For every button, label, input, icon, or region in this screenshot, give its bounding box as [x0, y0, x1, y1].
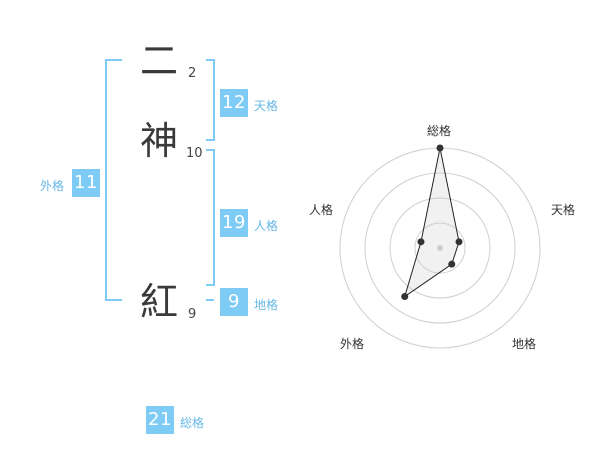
radar-series-polygon [403, 147, 460, 298]
gaikaku-label: 外格 [40, 179, 65, 193]
soukaku-badge: 21 [146, 406, 174, 434]
radar-points [401, 144, 463, 301]
jinkaku-label: 人格 [254, 219, 279, 233]
radar-series [403, 147, 460, 298]
radar-axis-label-gaikaku: 外格 [340, 337, 365, 351]
gaikaku-bracket [105, 59, 122, 301]
radar-point-2 [448, 260, 456, 268]
name-char-3-strokes: 9 [188, 307, 197, 322]
radar-point-3 [401, 293, 409, 301]
chikaku-label: 地格 [254, 298, 279, 312]
jinkaku-badge: 19 [220, 209, 248, 237]
radar-center-point [437, 245, 443, 251]
radar-axis-label-soukaku: 総格 [427, 124, 452, 138]
radar-point-0 [436, 144, 444, 152]
radar-point-1 [455, 238, 463, 246]
name-char-2-strokes: 10 [186, 146, 203, 161]
radar-ring [414, 222, 466, 274]
chikaku-badge: 9 [220, 288, 248, 316]
gaikaku-badge: 11 [72, 169, 100, 197]
tenkaku-label: 天格 [254, 99, 279, 113]
jinkaku-bracket [206, 149, 215, 286]
radar-axis-label-jinkaku: 人格 [309, 203, 334, 217]
radar-axis-label-chikaku: 地格 [512, 337, 537, 351]
radar-ring [364, 172, 516, 324]
tenkaku-badge: 12 [220, 89, 248, 117]
name-char-2: 神 [140, 119, 179, 163]
soukaku-label: 総格 [180, 416, 205, 430]
radar-axis-label-tenkaku: 天格 [551, 203, 576, 217]
name-char-1: 二 [140, 39, 179, 83]
radar-point-4 [417, 238, 425, 246]
radar-ring [389, 197, 491, 299]
name-char-3: 紅 [140, 280, 179, 324]
name-char-1-strokes: 2 [188, 66, 197, 81]
tenkaku-bracket [206, 59, 215, 141]
